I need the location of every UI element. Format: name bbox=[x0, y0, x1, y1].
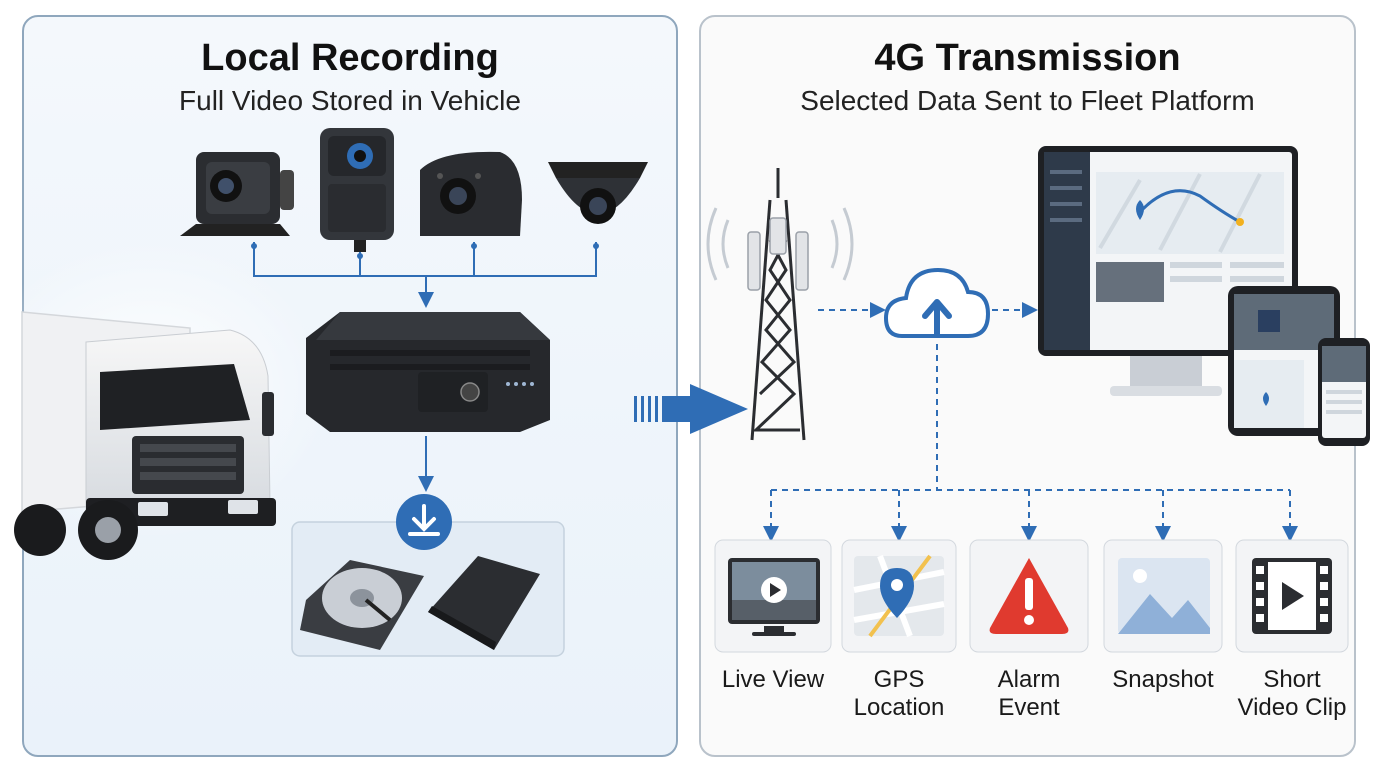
snapshot-label: Snapshot bbox=[1112, 666, 1214, 693]
hard-disk-icon bbox=[300, 560, 424, 650]
body-camera-icon bbox=[320, 128, 394, 252]
local-recording-title: Local Recording bbox=[201, 37, 499, 79]
short-video-clip-label: Short Video Clip bbox=[1237, 666, 1347, 721]
truck-icon bbox=[14, 311, 276, 560]
gps-location-label: GPS Location bbox=[853, 666, 945, 721]
smartphone-icon bbox=[1318, 338, 1370, 446]
mobile-dvr-icon bbox=[306, 312, 550, 432]
alarm-event-label: Alarm Event bbox=[997, 666, 1061, 721]
local-recording-subtitle: Full Video Stored in Vehicle bbox=[179, 85, 521, 116]
cell-tower-icon bbox=[747, 168, 809, 441]
cloud-upload-icon bbox=[883, 267, 991, 338]
signal-waves-icon bbox=[706, 207, 854, 281]
live-view-tile bbox=[714, 539, 832, 653]
transmission-arrow-icon bbox=[634, 384, 748, 434]
4g-transmission-subtitle: Selected Data Sent to Fleet Platform bbox=[800, 85, 1255, 116]
4g-transmission-title: 4G Transmission bbox=[874, 37, 1181, 79]
live-view-label: Live View bbox=[721, 666, 825, 693]
box-camera-icon bbox=[180, 152, 294, 236]
side-camera-icon bbox=[420, 151, 522, 236]
alarm-event-tile bbox=[969, 539, 1089, 653]
ssd-icon bbox=[428, 556, 540, 650]
short-video-clip-tile bbox=[1235, 539, 1349, 653]
snapshot-tile bbox=[1103, 539, 1223, 653]
dome-camera-icon bbox=[548, 162, 648, 224]
tablet-icon bbox=[1228, 286, 1340, 436]
gps-location-tile bbox=[841, 539, 957, 653]
download-icon bbox=[396, 494, 452, 550]
